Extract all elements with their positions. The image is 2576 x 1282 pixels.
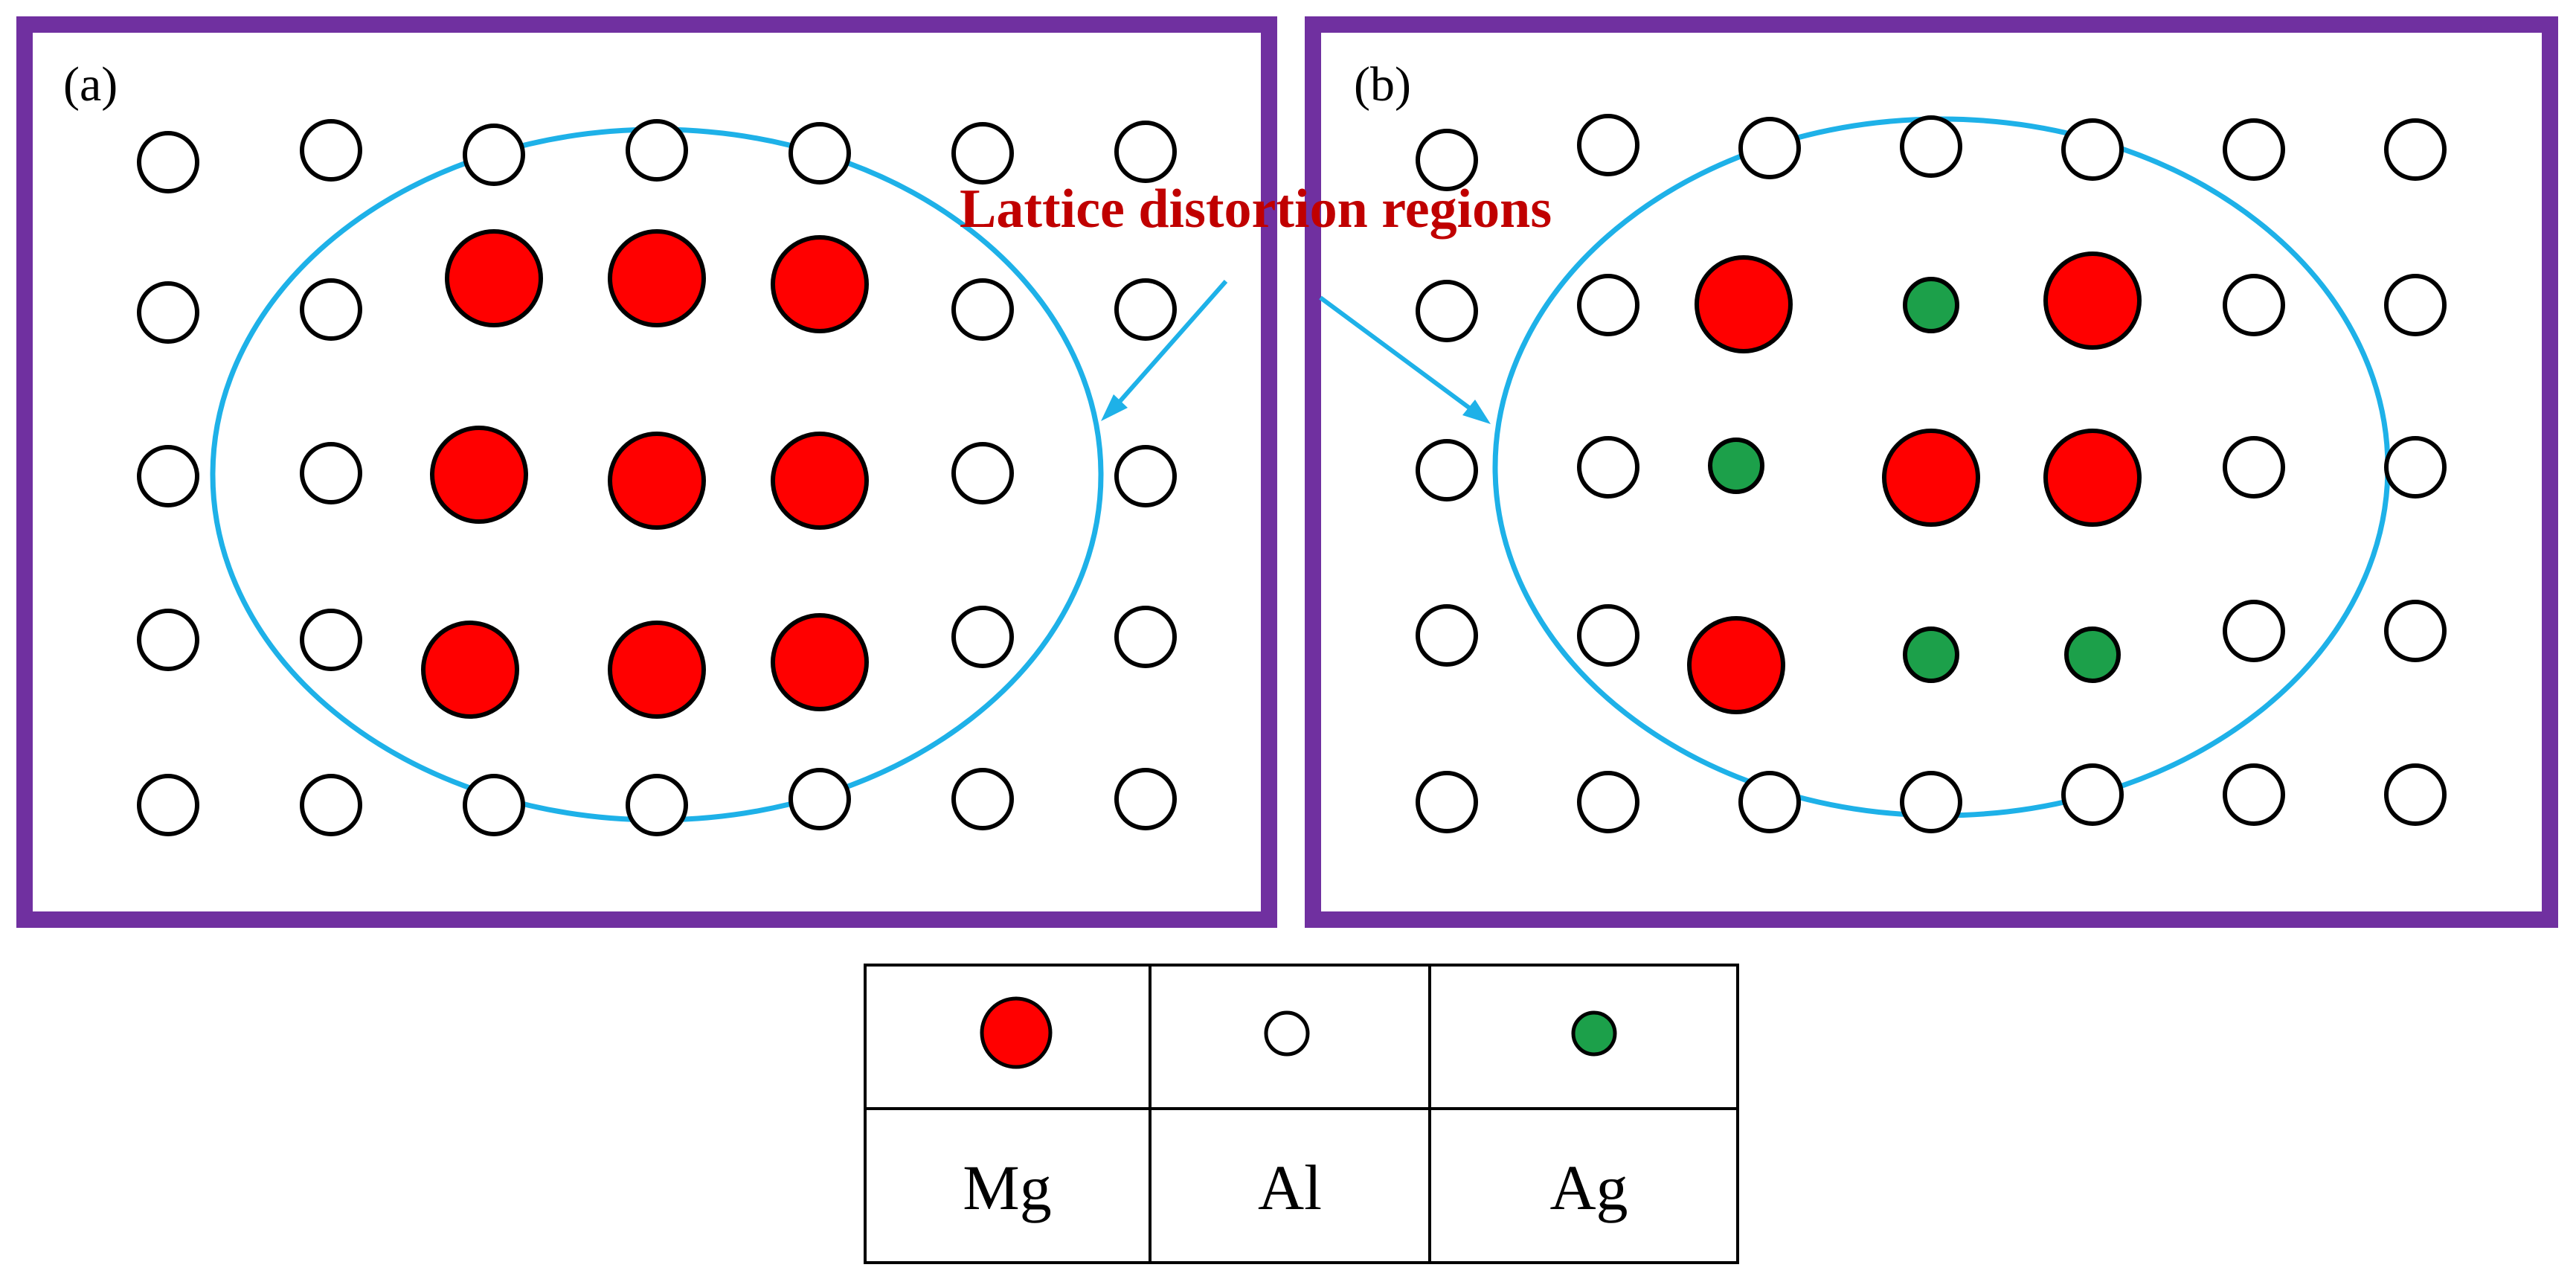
atom-al: [2223, 763, 2285, 826]
atom-al: [1577, 114, 1639, 176]
atom-al: [1738, 117, 1801, 179]
atom-mg: [445, 229, 543, 327]
legend-swatch-al: [1264, 1010, 1310, 1057]
atom-al: [300, 119, 362, 182]
atom-al: [300, 442, 362, 504]
atom-mg: [1882, 429, 1980, 527]
atom-al: [2061, 763, 2124, 826]
atom-al: [951, 442, 1014, 504]
atom-mg: [608, 432, 706, 530]
atom-al: [1900, 771, 1962, 833]
atom-al: [1577, 274, 1639, 336]
atom-al: [1416, 439, 1478, 501]
atom-al: [788, 768, 851, 830]
atom-mg: [771, 613, 869, 711]
atom-al: [626, 774, 688, 836]
atom-al: [2384, 274, 2447, 336]
atom-al: [300, 609, 362, 671]
panel-b: (b): [1305, 16, 2558, 928]
atom-al: [1416, 771, 1478, 833]
atom-al: [1416, 280, 1478, 342]
atom-mg: [771, 432, 869, 530]
legend-swatch-mg: [980, 996, 1053, 1069]
atom-al: [1416, 129, 1478, 191]
atom-ag: [1903, 277, 1959, 333]
atom-al: [137, 281, 199, 344]
atom-ag: [1903, 626, 1959, 683]
atom-al: [1577, 771, 1639, 833]
atom-al: [1114, 606, 1177, 668]
atom-mg: [608, 229, 706, 327]
atom-al: [1738, 771, 1801, 833]
atom-al: [2384, 436, 2447, 499]
atom-al: [300, 278, 362, 341]
callout-arrowhead-b: [1462, 400, 1491, 424]
atom-mg: [608, 621, 706, 719]
atom-mg: [421, 621, 519, 719]
atom-mg: [771, 235, 869, 333]
atom-al: [2223, 274, 2285, 336]
atom-al: [788, 122, 851, 185]
legend-label-mg: Mg: [963, 1152, 1051, 1223]
atom-al: [1577, 436, 1639, 499]
atom-al: [2223, 600, 2285, 662]
atom-al: [1114, 768, 1177, 830]
atom-al: [463, 124, 525, 186]
atom-ag: [2064, 626, 2121, 683]
atom-mg: [2043, 429, 2142, 527]
atom-al: [137, 774, 199, 836]
atom-al: [2223, 118, 2285, 181]
atom-mg: [1695, 255, 1793, 353]
panel-a-atoms: [137, 119, 1177, 836]
atom-al: [951, 606, 1014, 668]
atom-al: [1114, 445, 1177, 507]
atom-ag: [1708, 438, 1764, 494]
legend-table: Mg Al Ag: [864, 964, 1739, 1264]
atom-al: [1416, 604, 1478, 667]
panel-a: (a): [16, 16, 1277, 928]
panel-a-label: (a): [63, 57, 118, 112]
callout-arrow-a: [1117, 280, 1228, 403]
atom-al: [1577, 604, 1639, 667]
atom-al: [951, 768, 1014, 830]
callout-arrow-b: [1319, 295, 1471, 410]
panel-b-label: (b): [1354, 57, 1411, 112]
atom-al: [300, 774, 362, 836]
atom-al: [137, 609, 199, 671]
atom-al: [2384, 763, 2447, 826]
legend-label-ag: Ag: [1549, 1152, 1628, 1223]
atom-al: [137, 131, 199, 193]
atom-mg: [430, 426, 528, 524]
panel-b-atoms: [1416, 114, 2447, 833]
atom-al: [2061, 118, 2124, 181]
atom-al: [1900, 115, 1962, 178]
atom-al: [2384, 600, 2447, 662]
atom-al: [137, 445, 199, 507]
atom-al: [1114, 278, 1177, 341]
atom-mg: [2043, 251, 2142, 350]
callout-arrowhead-a: [1101, 394, 1128, 421]
atom-mg: [1687, 616, 1785, 714]
atom-al: [2223, 436, 2285, 499]
atom-al: [463, 774, 525, 836]
atom-al: [2384, 118, 2447, 181]
legend-swatch-ag: [1571, 1010, 1617, 1057]
atom-al: [626, 119, 688, 182]
legend-label-al: Al: [1258, 1152, 1322, 1223]
atom-al: [951, 278, 1014, 341]
callout-text: Lattice distortion regions: [960, 179, 1552, 240]
atom-al: [951, 122, 1014, 185]
atom-al: [1114, 121, 1177, 183]
